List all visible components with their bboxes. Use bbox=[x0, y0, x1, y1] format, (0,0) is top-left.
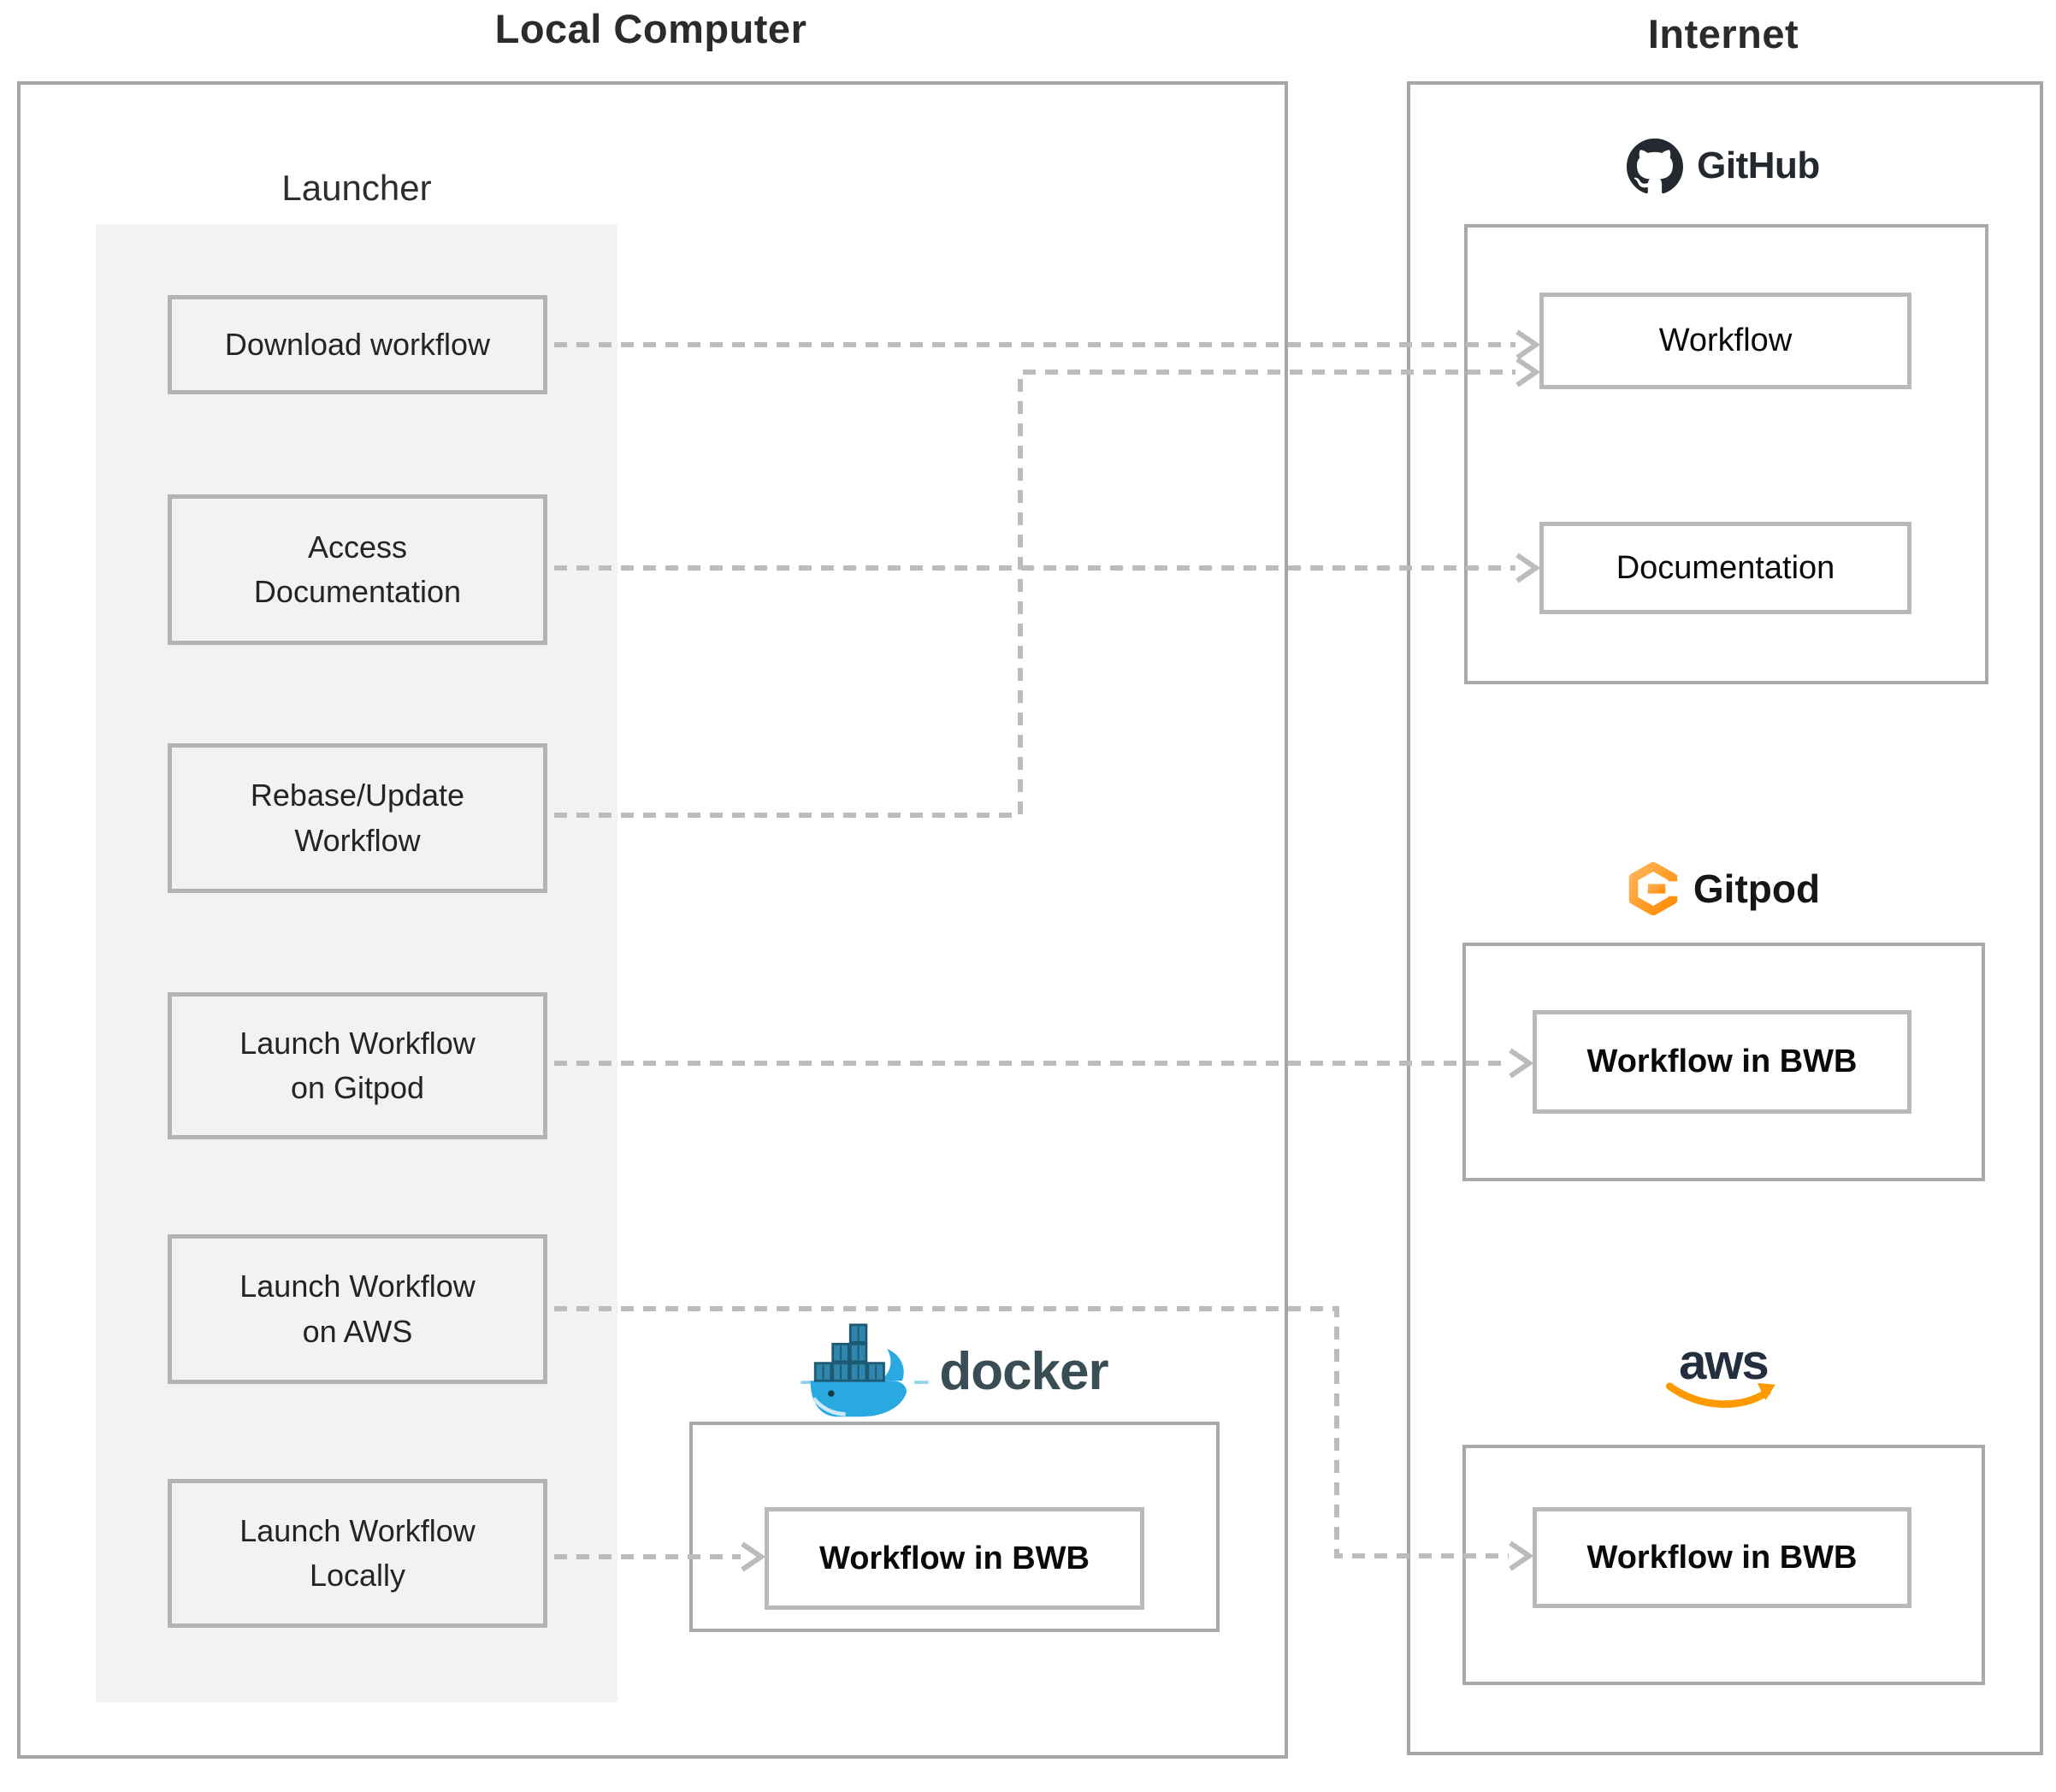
internet-title: Internet bbox=[1647, 11, 1799, 56]
launcher-item-launch-workflow-on-gitpod: Launch Workflow on Gitpod bbox=[168, 992, 547, 1139]
aws-logo: aws bbox=[1407, 1334, 2040, 1420]
launcher-panel bbox=[96, 224, 617, 1702]
aws-smile-icon bbox=[1665, 1381, 1781, 1414]
launcher-item-access-documentation: Access Documentation bbox=[168, 494, 547, 645]
aws-logo-text: aws bbox=[1679, 1334, 1769, 1390]
gitpod-logo-text: Gitpod bbox=[1693, 866, 1821, 911]
launcher-label: Launcher bbox=[281, 168, 432, 208]
local-computer-title: Local Computer bbox=[494, 6, 807, 51]
launcher-item-launch-workflow-on-aws: Launch Workflow on AWS bbox=[168, 1234, 547, 1384]
launcher-item-download-workflow: Download workflow bbox=[168, 295, 547, 394]
launcher-item-rebase-update-workflow: Rebase/Update Workflow bbox=[168, 743, 547, 893]
launcher-item-launch-workflow-locally: Launch Workflow Locally bbox=[168, 1479, 547, 1628]
github-logo-text: GitHub bbox=[1697, 145, 1820, 186]
docker-logo: docker bbox=[689, 1323, 1216, 1419]
gitpod-workflow-in-bwb-box: Workflow in BWB bbox=[1533, 1010, 1911, 1114]
github-logo: GitHub bbox=[1407, 130, 2040, 202]
gitpod-logo: Gitpod bbox=[1407, 855, 2040, 922]
github-octocat-icon bbox=[1627, 138, 1684, 194]
gitpod-icon bbox=[1627, 862, 1680, 915]
docker-workflow-in-bwb-box: Workflow in BWB bbox=[765, 1507, 1144, 1610]
docker-logo-text: docker bbox=[939, 1341, 1108, 1401]
github-documentation-box: Documentation bbox=[1539, 522, 1911, 614]
github-workflow-box: Workflow bbox=[1539, 293, 1911, 389]
docker-whale-icon bbox=[797, 1323, 934, 1419]
aws-workflow-in-bwb-box: Workflow in BWB bbox=[1533, 1507, 1911, 1608]
